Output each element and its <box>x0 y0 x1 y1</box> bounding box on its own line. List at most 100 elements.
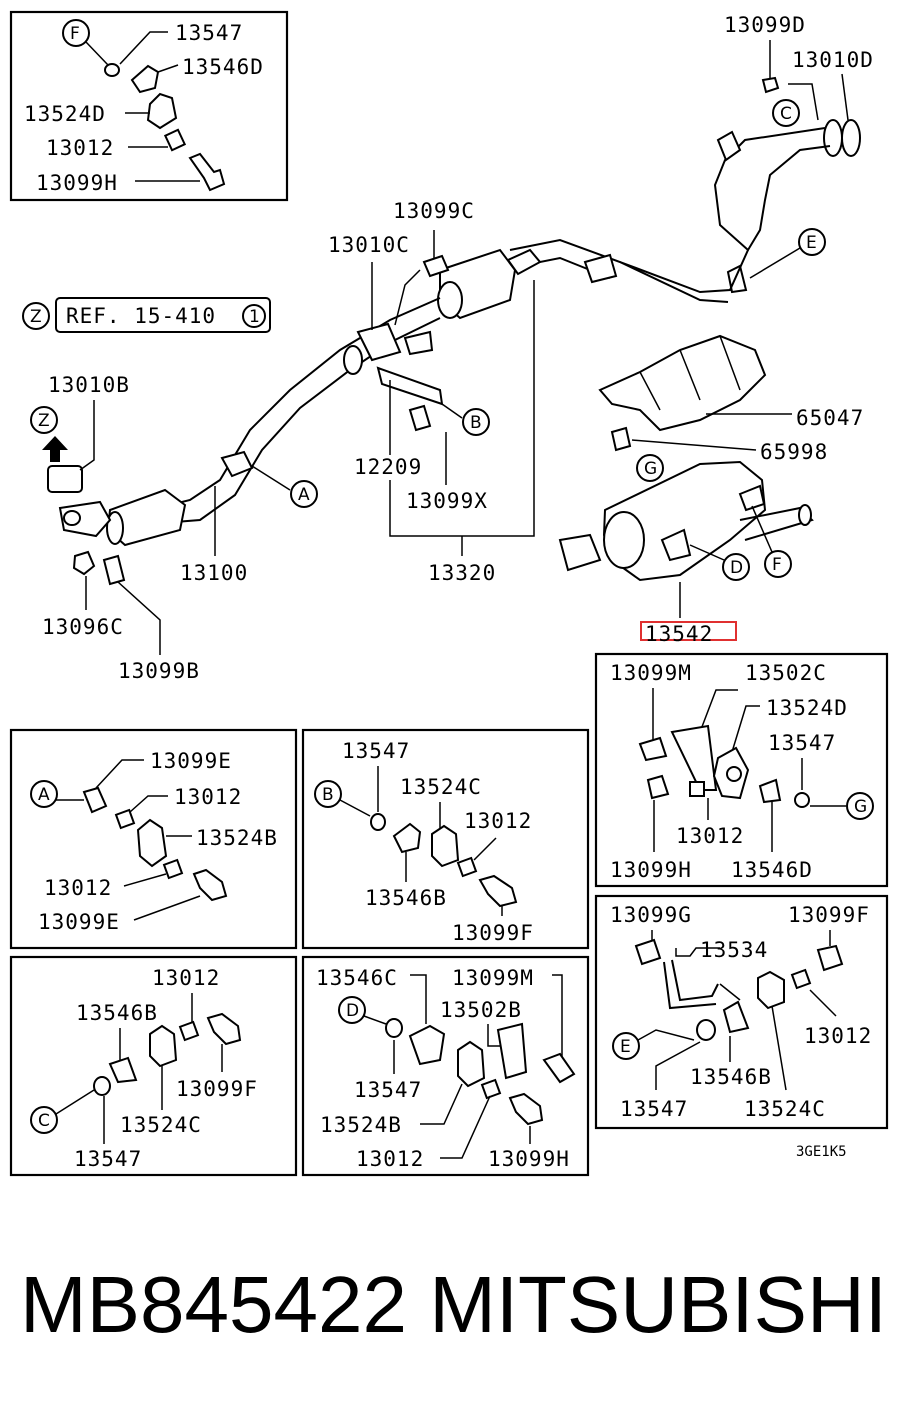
callout-circle-z-front <box>30 406 58 434</box>
callout-circle-c-upper <box>772 99 800 127</box>
callout-letter-b-detail: B <box>322 785 334 805</box>
label-13524c-c: 13524C <box>120 1113 202 1137</box>
callout-letter-a-detail: A <box>38 785 50 805</box>
callout-letter-c-detail: C <box>38 1111 50 1131</box>
hanger-13099c <box>506 248 542 276</box>
label-13099e-a: 13099E <box>150 749 232 773</box>
bolt-icon-13099h-c <box>508 1092 544 1126</box>
gasket-13010b <box>47 465 83 493</box>
label-13524d-b: 13524D <box>766 696 848 720</box>
label-13100: 13100 <box>180 561 248 585</box>
bolt-icon-13099b <box>102 554 126 586</box>
bolt-icon-13099g <box>634 938 662 966</box>
callout-circle-e-upper <box>798 228 826 256</box>
callout-circle-a-main <box>290 480 318 508</box>
collar-icon-13012-g <box>178 1020 200 1042</box>
bolt-icon-65998 <box>610 426 632 452</box>
rubber-hanger-13524c-c <box>149 1024 178 1068</box>
label-13524b-b: 13524B <box>320 1113 402 1137</box>
flange-icon <box>841 119 861 157</box>
collar-icon-13012-c <box>114 808 136 830</box>
label-13547-a: 13547 <box>175 21 243 45</box>
callout-circle-b-detail <box>314 780 342 808</box>
label-13547-c: 13547 <box>342 739 410 763</box>
callout-circle-a-detail <box>30 780 58 808</box>
collar-icon-13012-e <box>456 856 478 878</box>
label-13546b-b: 13546B <box>690 1065 772 1089</box>
label-13502b: 13502B <box>440 998 522 1022</box>
label-13010c: 13010C <box>328 233 410 257</box>
inset-box-b <box>301 728 590 950</box>
highlight-box-13542 <box>640 621 737 641</box>
callout-letter-d-detail: D <box>346 1001 359 1021</box>
bolt-icon-13099f-b <box>816 944 844 972</box>
label-13099h-a: 13099H <box>36 171 118 195</box>
part-number: MB845422 <box>20 1260 407 1349</box>
arrow-up-icon <box>42 436 68 462</box>
label-13546b-a: 13546B <box>365 886 447 910</box>
label-65047: 65047 <box>796 406 864 430</box>
label-13012-a: 13012 <box>46 136 114 160</box>
hanger-center-right <box>583 253 618 284</box>
inset-box-c <box>9 955 298 1177</box>
bracket-13546d <box>758 778 782 804</box>
bracket-13546c <box>408 1024 446 1066</box>
callout-circle-g-detail <box>846 792 874 820</box>
callout-circle-e-detail <box>612 1032 640 1060</box>
bolt-icon-13099x <box>408 404 432 432</box>
muffler-inlet-flange <box>558 533 602 572</box>
label-65998: 65998 <box>760 440 828 464</box>
label-13546d-b: 13546D <box>731 858 813 882</box>
label-13012-f: 13012 <box>804 1024 872 1048</box>
collar-icon-13012-f <box>790 968 812 990</box>
label-13320: 13320 <box>428 561 496 585</box>
label-13524c-b: 13524C <box>744 1097 826 1121</box>
label-13542: 13542 <box>645 622 713 646</box>
label-13099d: 13099D <box>724 13 806 37</box>
inset-box-d <box>301 955 590 1177</box>
bolt-icon-13099e-b <box>192 868 228 902</box>
inset-box-top-left <box>9 10 289 202</box>
inset-box-e <box>594 894 889 1130</box>
callout-letter-g-main: G <box>644 459 657 479</box>
bracket-13534 <box>671 959 719 1002</box>
bolt-icon-13099e-a <box>82 786 108 814</box>
brand-name: MITSUBISHI <box>429 1260 887 1349</box>
collar-icon-13012 <box>689 781 705 797</box>
rubber-hanger-13524c-b <box>757 970 785 1010</box>
callout-letter-e-upper: E <box>806 233 817 253</box>
ref-circle-1 <box>242 304 266 328</box>
callout-letter-b-main: B <box>470 413 482 433</box>
callout-letter-e-detail: E <box>620 1037 631 1057</box>
label-13012-e: 13012 <box>464 809 532 833</box>
callout-circle-d-detail <box>338 996 366 1024</box>
bolt-icon-13099m <box>638 736 668 762</box>
label-13099g: 13099G <box>610 903 692 927</box>
washer-icon-13547-e <box>93 1076 111 1096</box>
label-13099f-c: 13099F <box>176 1077 258 1101</box>
label-13524d-a: 13524D <box>24 102 106 126</box>
bolt-icon-13099h <box>646 774 670 800</box>
label-13010b: 13010B <box>48 373 130 397</box>
label-13099m-a: 13099M <box>610 661 692 685</box>
label-13099x: 13099X <box>406 489 488 513</box>
bracket-13546b-a <box>392 822 422 854</box>
washer-icon <box>104 63 120 77</box>
label-13524b-a: 13524B <box>196 826 278 850</box>
rear-muffler-end <box>603 511 645 569</box>
gasket-13010d <box>823 119 843 157</box>
bolt-icon-13099c <box>422 254 450 278</box>
hanger-bracket-c <box>716 130 742 162</box>
bracket-13546b-c <box>108 1056 138 1084</box>
collar-icon-13012-h <box>480 1078 502 1100</box>
label-13099h-b: 13099H <box>610 858 692 882</box>
bracket-icon <box>130 64 160 94</box>
rubber-hanger-13524c-a <box>431 824 460 868</box>
hanger-bracket-f <box>738 484 766 512</box>
hanger-bracket-a <box>220 450 254 478</box>
callout-circle-b-main <box>462 408 490 436</box>
bolt-icon-13099f-a <box>478 874 518 908</box>
label-13012-c: 13012 <box>174 785 242 809</box>
label-13012-d: 13012 <box>44 876 112 900</box>
